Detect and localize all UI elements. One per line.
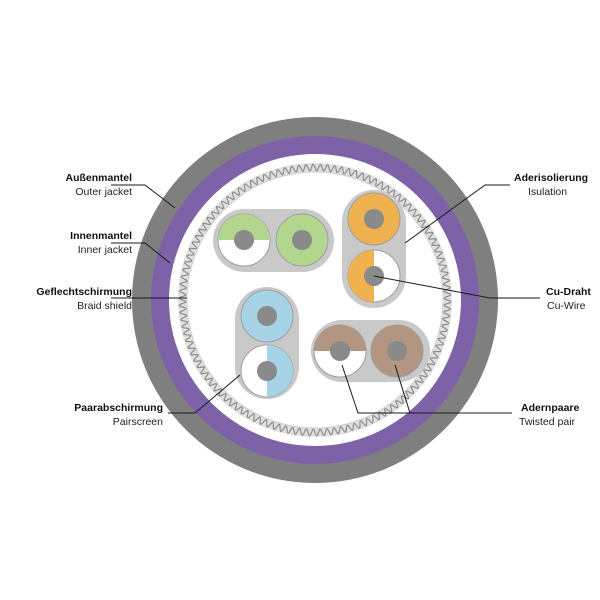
label-cu-wire-subtitle: Cu-Wire: [547, 300, 586, 312]
cu-conductor: [364, 209, 384, 229]
label-outer-jacket-title: Außenmantel: [65, 172, 132, 184]
wire-green: [275, 213, 329, 267]
label-inner-jacket-subtitle: Inner jacket: [78, 244, 132, 256]
label-insulation-subtitle: Isulation: [528, 186, 567, 198]
cu-conductor: [330, 341, 350, 361]
pair-orange: [342, 190, 406, 308]
pair-blue: [235, 287, 299, 399]
wire-brown-white: [313, 324, 367, 378]
leader-pairscreen: [168, 374, 241, 414]
label-outer-jacket-subtitle: Outer jacket: [75, 186, 132, 198]
leader-cu-wire: [373, 275, 540, 299]
label-braid-shield-subtitle: Braid shield: [77, 300, 132, 312]
cu-conductor: [292, 230, 312, 250]
wire-blue-white: [240, 344, 294, 398]
cu-conductor: [387, 341, 407, 361]
leader-inner-jacket: [111, 242, 171, 264]
wire-orange: [347, 192, 401, 246]
wire-brown: [370, 324, 424, 378]
label-pairscreen-title: Paarabschirmung: [74, 402, 163, 414]
leader-insulation: [404, 184, 510, 244]
cu-conductor: [234, 230, 254, 250]
label-braid-shield-title: Geflechtschirmung: [36, 286, 132, 298]
pair-brown: [311, 320, 430, 382]
wire-blue: [240, 289, 294, 343]
label-insulation-title: Aderisolierung: [514, 172, 588, 184]
leader-twisted-pair-1: [341, 364, 512, 414]
label-twisted-pair-subtitle: Twisted pair: [519, 416, 576, 428]
leader-outer-jacket: [111, 184, 176, 209]
wire-green-white: [217, 213, 271, 267]
cu-conductor: [257, 361, 277, 381]
leader-twisted-pair-2: [394, 364, 411, 414]
label-twisted-pair-title: Adernpaare: [521, 402, 580, 414]
braid-shield: [178, 163, 452, 437]
label-pairscreen-subtitle: Pairscreen: [113, 416, 163, 428]
label-cu-wire-title: Cu-Draht: [546, 286, 591, 298]
filler-core: [186, 171, 444, 429]
label-inner-jacket-title: Innenmantel: [70, 230, 132, 242]
pair-green: [213, 209, 334, 272]
cu-conductor: [257, 306, 277, 326]
